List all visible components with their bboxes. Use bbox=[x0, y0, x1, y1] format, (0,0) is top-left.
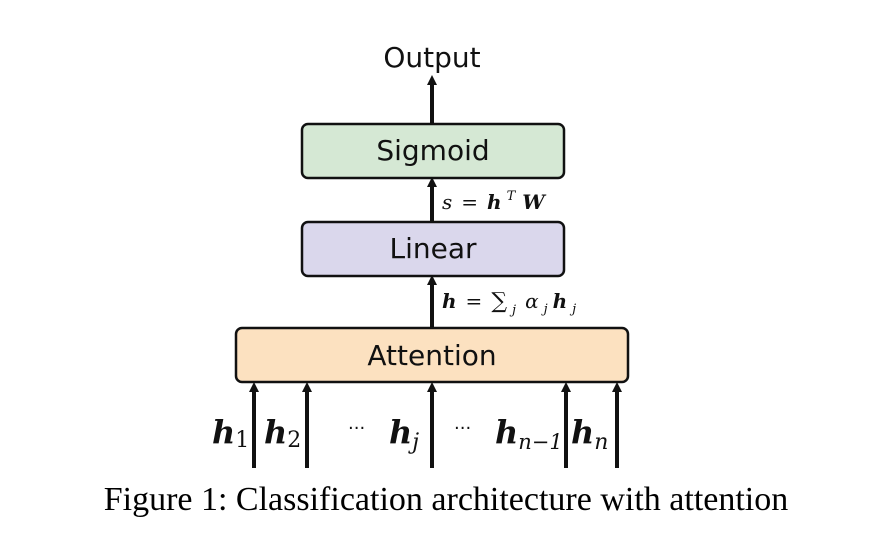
ellipsis-right: ··· bbox=[454, 418, 471, 439]
attention-node: Attention bbox=[234, 326, 630, 384]
linear-node: Linear bbox=[300, 220, 566, 278]
linear-label: Linear bbox=[389, 232, 477, 265]
attention-label: Attention bbox=[367, 339, 496, 372]
input-label-h2: h2 bbox=[264, 413, 301, 453]
context-formula: h = ∑ j α j h j bbox=[442, 289, 576, 319]
input-label-hj: hj bbox=[389, 413, 419, 455]
ellipsis-left: ··· bbox=[348, 418, 365, 439]
sigmoid-label: Sigmoid bbox=[376, 134, 489, 167]
figure-caption: Figure 1: Classification architecture wi… bbox=[104, 481, 789, 518]
input-label-hn-minus-1: hn−1 bbox=[495, 413, 563, 454]
input-label-h1: h1 bbox=[212, 413, 249, 453]
score-formula: s = h T W bbox=[442, 183, 547, 214]
sigmoid-node: Sigmoid bbox=[300, 122, 566, 180]
output-label: Output bbox=[383, 41, 480, 74]
input-label-hn: hn bbox=[571, 413, 608, 455]
